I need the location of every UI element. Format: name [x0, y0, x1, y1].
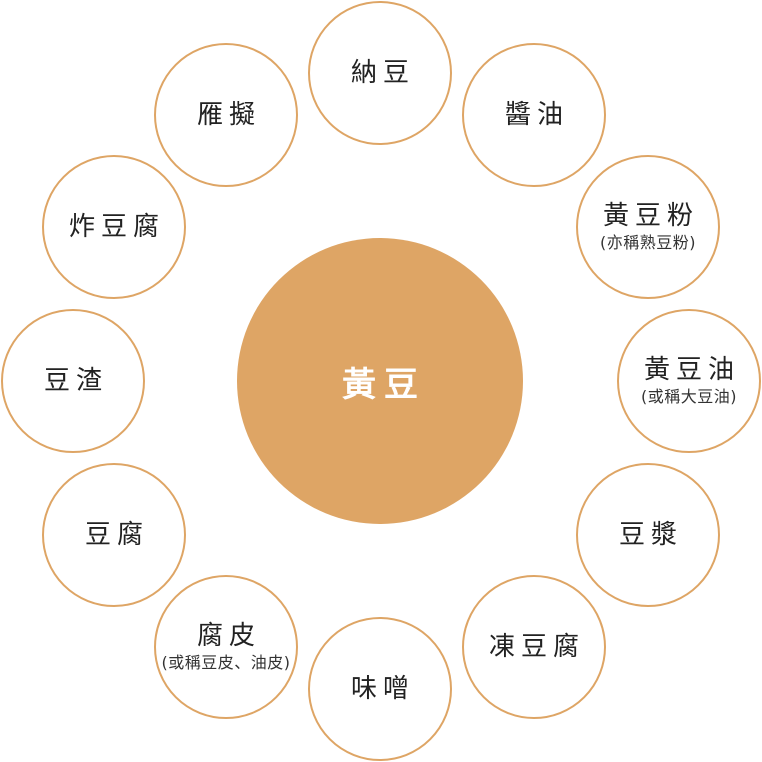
node-soy-flour: 黃豆粉 (亦稱熟豆粉): [576, 155, 720, 299]
node-tofu-skin: 腐皮 (或稱豆皮、油皮): [154, 575, 298, 719]
node-label: 豆漿: [618, 520, 683, 550]
node-label: 納豆: [350, 58, 415, 88]
node-label: 醬油: [504, 100, 569, 130]
node-sublabel: (亦稱熟豆粉): [600, 233, 696, 252]
node-label: 黃豆粉: [602, 201, 699, 231]
node-label: 味噌: [350, 674, 415, 704]
node-label: 豆渣: [43, 366, 108, 396]
node-label: 雁擬: [196, 100, 261, 130]
node-frozen-tofu: 凍豆腐: [462, 575, 606, 719]
node-soybean-oil: 黃豆油 (或稱大豆油): [617, 309, 761, 453]
node-label: 腐皮: [196, 621, 261, 651]
node-fried-tofu: 炸豆腐: [42, 155, 186, 299]
node-miso: 味噌: [308, 617, 452, 761]
node-okara: 豆渣: [1, 309, 145, 453]
node-label: 炸豆腐: [68, 212, 165, 242]
node-sublabel: (或稱豆皮、油皮): [161, 653, 291, 672]
center-node-soybean: 黃豆: [237, 238, 523, 524]
node-sublabel: (或稱大豆油): [641, 387, 737, 406]
node-tofu: 豆腐: [42, 463, 186, 607]
node-ganmodoki: 雁擬: [154, 43, 298, 187]
node-label: 凍豆腐: [488, 632, 585, 662]
node-label: 豆腐: [84, 520, 149, 550]
center-label: 黃豆: [342, 364, 426, 405]
node-label: 黃豆油: [643, 355, 740, 385]
node-soy-sauce: 醬油: [462, 43, 606, 187]
node-natto: 納豆: [308, 1, 452, 145]
node-soy-milk: 豆漿: [576, 463, 720, 607]
